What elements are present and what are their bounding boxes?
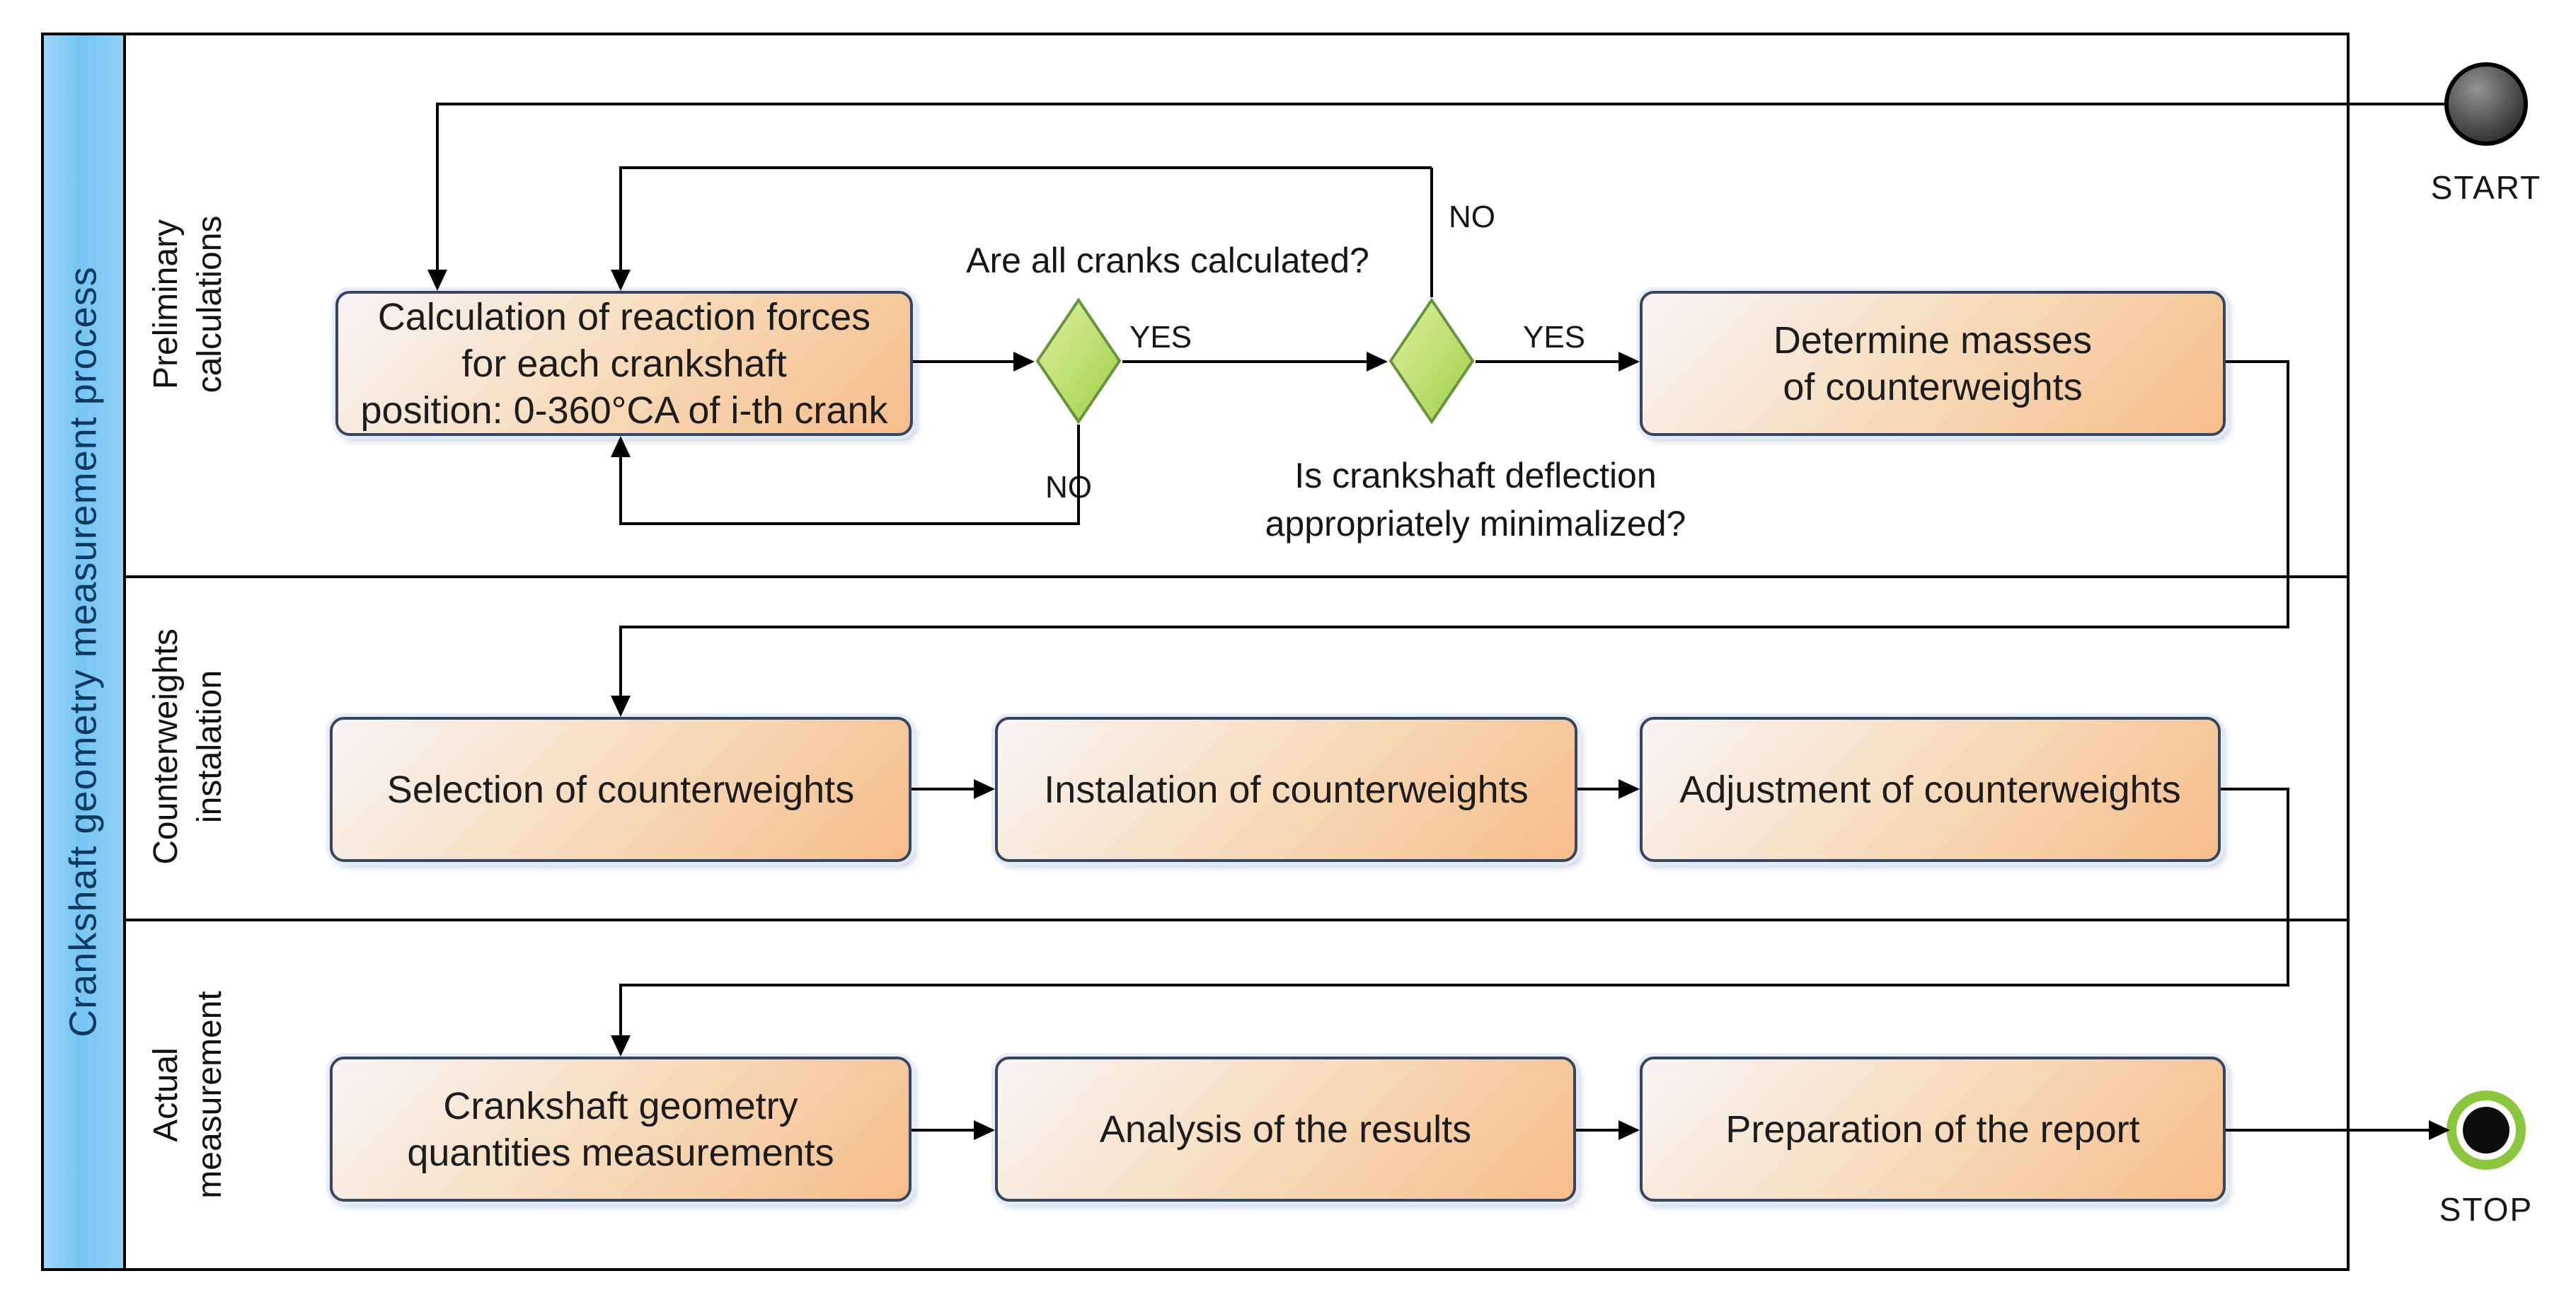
task-geometry-quantities-measurements: Crankshaft geometry quantities measureme… [330, 1057, 912, 1202]
connector-line [1476, 360, 1618, 363]
arrowhead [1618, 352, 1640, 372]
connector-line [1430, 168, 1433, 297]
arrowhead [611, 1035, 631, 1057]
task-calculation-of-reaction-forces: Calculation of reaction forces for each … [335, 291, 913, 436]
start-event-icon [2444, 62, 2528, 146]
gateway-deflection-minimalized-icon [1388, 297, 1475, 425]
connector-line [621, 626, 2288, 628]
connector-line [2287, 360, 2289, 628]
arrowhead [611, 270, 631, 291]
connector-line [437, 103, 2444, 105]
stop-event-icon [2446, 1091, 2526, 1170]
arrowhead [611, 436, 631, 457]
task-determine-masses: Determine masses of counterweights [1640, 291, 2226, 436]
edge-label-yes-2: YES [1522, 320, 1586, 355]
lane-divider-2 [126, 919, 2347, 921]
connector-line [913, 360, 1013, 363]
arrowhead [1013, 352, 1035, 372]
lane-label-preliminary-calculations: Preliminary calculations [147, 215, 229, 393]
arrowhead [427, 270, 447, 291]
connector-line [619, 166, 622, 270]
connector-line [619, 457, 622, 525]
edge-label-yes-1: YES [1129, 320, 1192, 355]
edge-label-no-1: NO [1045, 470, 1092, 505]
connector-line [2221, 788, 2288, 790]
connector-line [2226, 1129, 2429, 1132]
task-adjustment-of-counterweights: Adjustment of counterweights [1640, 717, 2221, 862]
connector-line [1077, 425, 1080, 525]
connector-line [1577, 788, 1618, 790]
gateway-all-cranks-calculated-icon [1035, 297, 1122, 425]
connector-line [2287, 788, 2289, 986]
task-analysis-of-results: Analysis of the results [995, 1057, 1576, 1202]
arrowhead [1367, 352, 1388, 372]
arrowhead [2429, 1120, 2450, 1140]
lane-label-counterweights-instalation: Counterweights instalation [147, 628, 229, 865]
connector-line [1576, 1129, 1618, 1132]
connector-line [619, 626, 622, 696]
task-preparation-of-report: Preparation of the report [1640, 1057, 2226, 1202]
arrowhead [611, 696, 631, 717]
gateway-question-all-cranks: Are all cranks calculated? [966, 241, 1369, 280]
connector-line [621, 166, 1432, 169]
connector-line [621, 522, 1079, 525]
connector-line [1122, 360, 1367, 363]
gateway-question-deflection: Is crankshaft deflection appropriately m… [1265, 456, 1686, 543]
task-instalation-of-counterweights: Instalation of counterweights [995, 717, 1577, 862]
arrowhead [974, 1120, 995, 1140]
connector-line [436, 103, 439, 270]
connector-line [619, 984, 622, 1035]
pool-title: Crankshaft geometry measurement process [62, 266, 105, 1037]
connector-line [2226, 360, 2288, 363]
connector-line [912, 788, 974, 790]
connector-line [912, 1129, 974, 1132]
pool-header: Crankshaft geometry measurement process [44, 35, 126, 1268]
arrowhead [1618, 1120, 1640, 1140]
stop-event-dot [2463, 1107, 2509, 1154]
arrowhead [974, 779, 995, 799]
task-selection-of-counterweights: Selection of counterweights [330, 717, 912, 862]
lane-divider-1 [126, 575, 2347, 578]
start-label: START [2430, 169, 2542, 206]
arrowhead [1618, 779, 1640, 799]
connector-line [621, 984, 2288, 986]
stop-label: STOP [2439, 1191, 2534, 1228]
lane-label-actual-measurement: Actual measurement [147, 991, 229, 1199]
edge-label-no-2: NO [1449, 200, 1495, 234]
